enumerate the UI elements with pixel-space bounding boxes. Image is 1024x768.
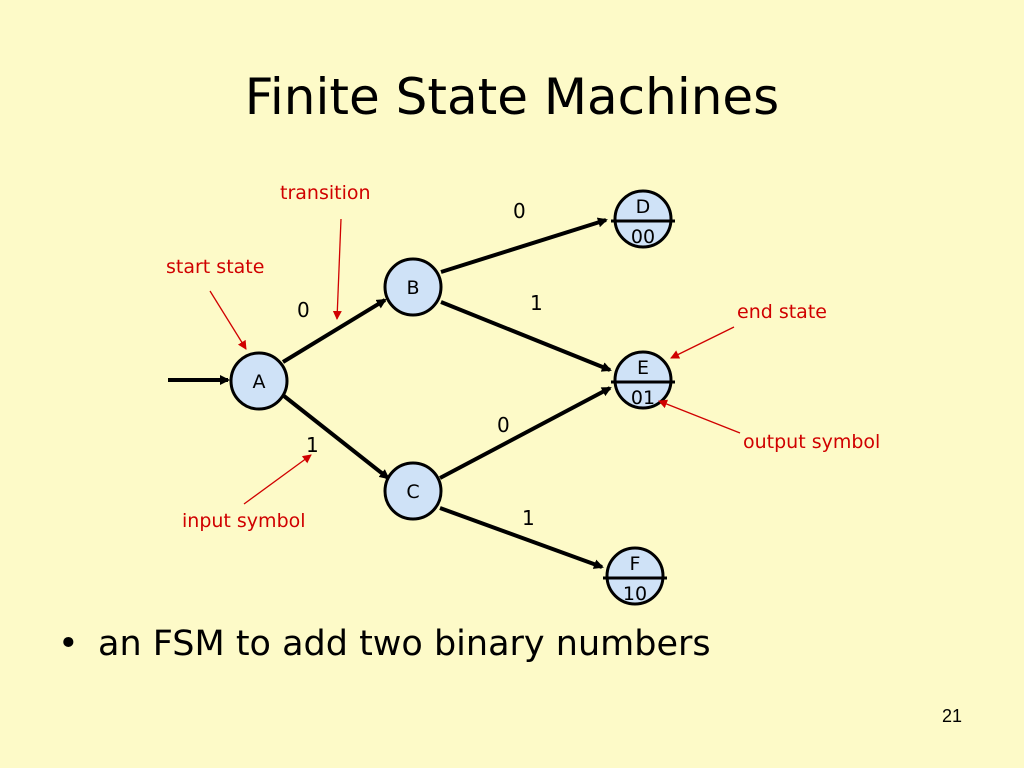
edge-label-a-c: 1	[306, 433, 319, 457]
edge-a-c	[282, 394, 390, 480]
annotation-transition: transition	[280, 182, 371, 204]
annotation-start-state: start state	[166, 256, 264, 278]
state-node-a: A	[229, 351, 289, 411]
state-label-f: F	[630, 553, 641, 575]
state-label-b: B	[406, 277, 419, 299]
edge-c-e	[439, 386, 612, 480]
state-output-e: 01	[631, 387, 655, 409]
state-output-f: 10	[623, 583, 647, 605]
end-state-node-e: E 01	[611, 350, 675, 410]
edge-label-b-d: 0	[513, 199, 526, 223]
bullet-marker: •	[58, 624, 79, 664]
bullet-text: an FSM to add two binary numbers	[98, 624, 711, 664]
bullet-item: • an FSM to add two binary numbers	[58, 620, 711, 668]
state-output-d: 00	[631, 226, 655, 248]
state-label-a: A	[253, 371, 266, 393]
state-node-b: B	[383, 257, 443, 317]
annotation-output-symbol: output symbol	[743, 431, 880, 453]
annotation-end-state: end state	[737, 301, 827, 323]
slide-title: Finite State Machines	[244, 68, 780, 126]
edge-b-d	[440, 217, 608, 274]
end-state-node-f: F 10	[603, 546, 667, 606]
annotation-input-symbol-arrow	[243, 454, 312, 505]
edge-c-f	[439, 506, 604, 569]
slide-number: 21	[941, 706, 962, 726]
state-label-d: D	[636, 196, 651, 218]
edge-label-c-f: 1	[522, 506, 535, 530]
annotation-input-symbol: input symbol	[182, 510, 306, 532]
annotation-output-symbol-arrow	[658, 399, 741, 434]
annotation-transition-arrow	[332, 218, 342, 320]
edge-label-b-e: 1	[530, 291, 543, 315]
state-label-e: E	[637, 357, 649, 379]
edge-b-e	[440, 300, 612, 372]
state-label-c: C	[406, 481, 419, 503]
state-node-c: C	[383, 461, 443, 521]
annotation-start-state-arrow	[209, 290, 247, 350]
edge-label-c-e: 0	[497, 413, 510, 437]
edge-a-b	[281, 298, 387, 364]
end-state-node-d: D 00	[611, 189, 675, 249]
annotation-end-state-arrow	[670, 326, 735, 359]
edge-label-a-b: 0	[297, 298, 310, 322]
